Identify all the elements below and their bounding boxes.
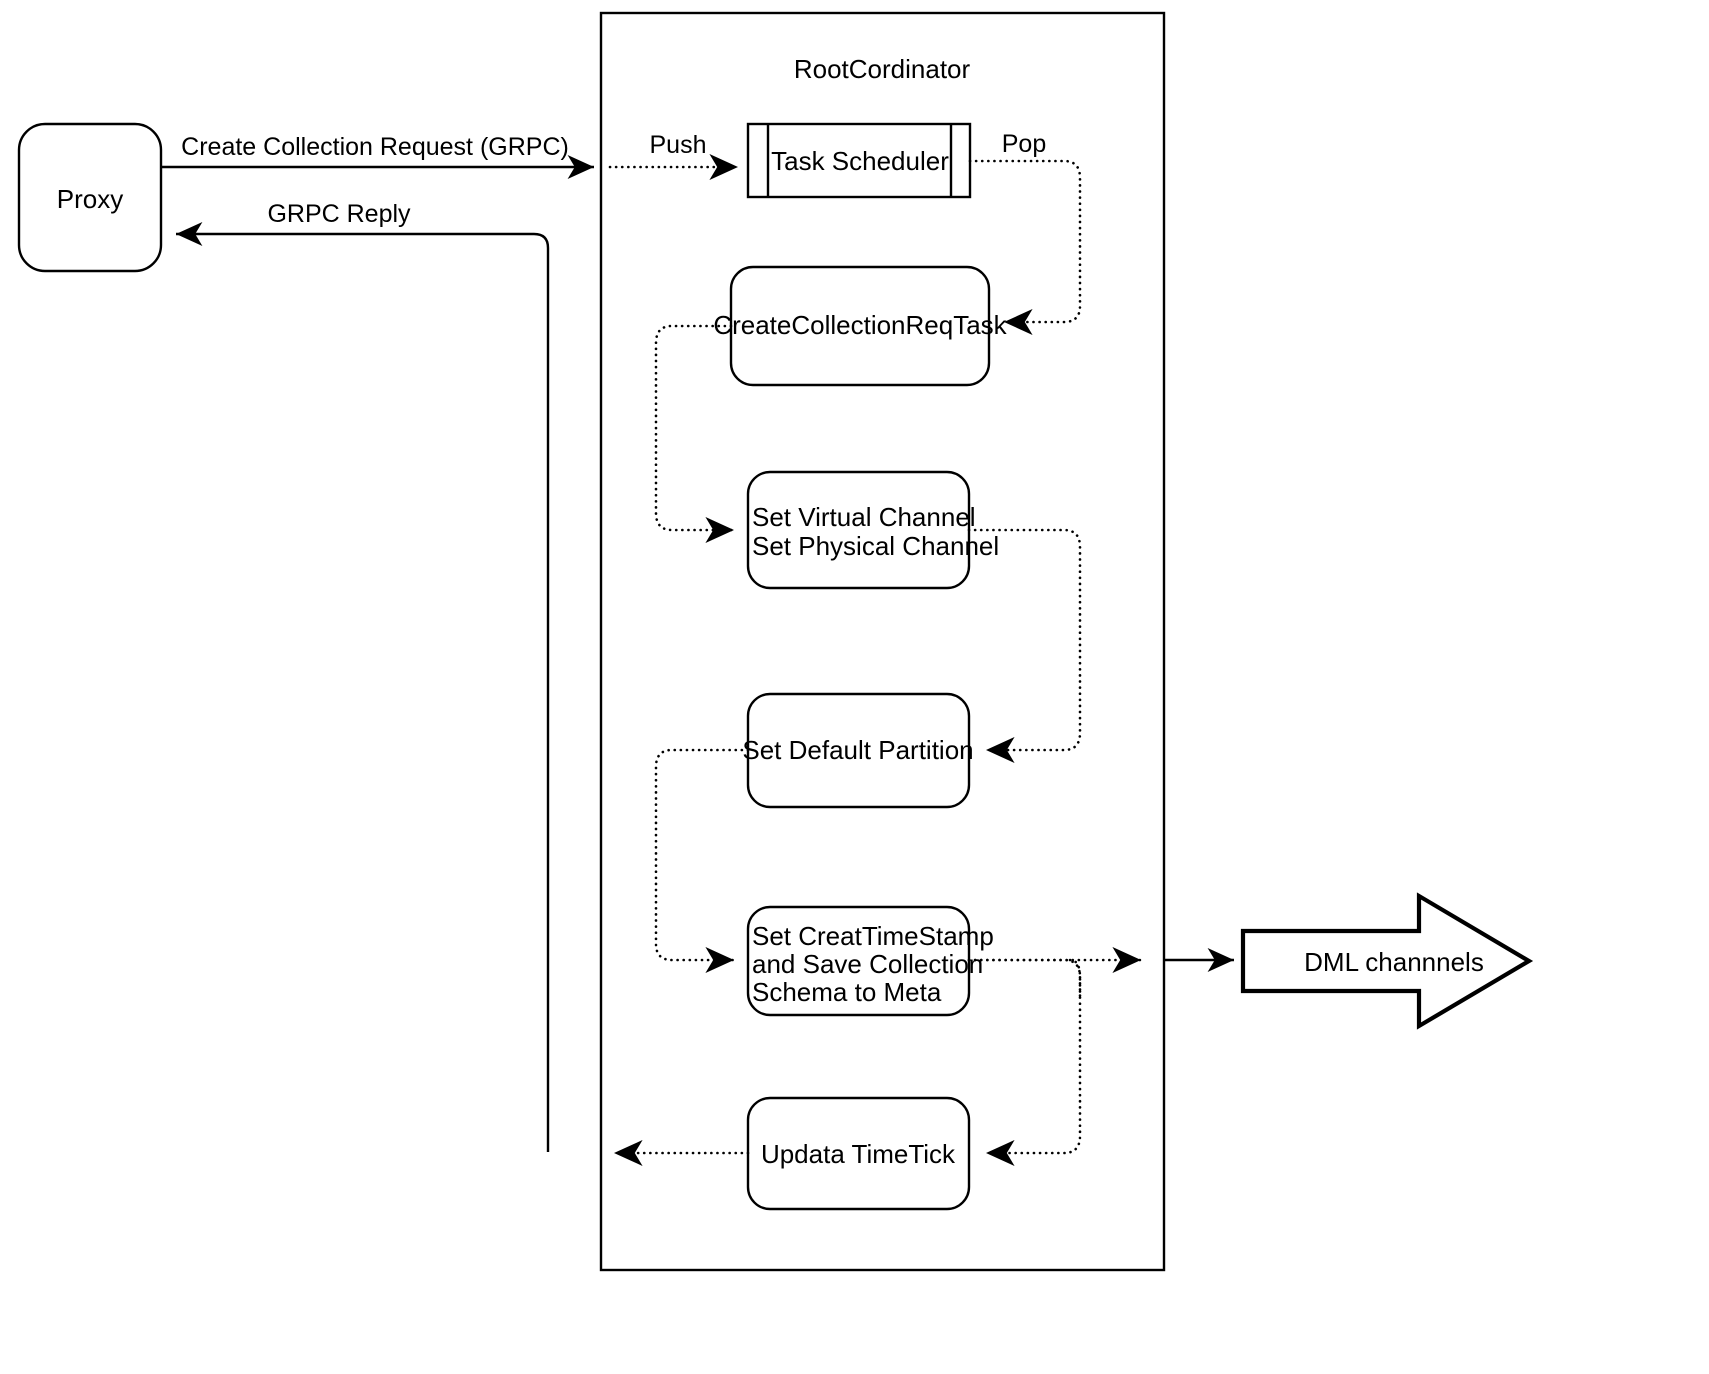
- node-set-create-timestamp-label-line-2: and Save Collection: [752, 949, 983, 979]
- edge-task-to-set-channel: [654, 324, 736, 543]
- node-proxy-label: Proxy: [57, 184, 123, 214]
- edge-default-partition-to-create-timestamp: [654, 748, 750, 973]
- node-set-channel-label-line-2: Set Physical Channel: [752, 531, 999, 561]
- node-update-timetick-label: Updata TimeTick: [761, 1139, 956, 1169]
- node-set-create-timestamp-label-line-1: Set CreatTimeStamp: [752, 921, 994, 951]
- edge-label-push: Push: [650, 131, 707, 159]
- edge-label-create-collection-request: Create Collection Request (GRPC): [181, 133, 569, 161]
- edge-pop: [968, 159, 1082, 335]
- edge-label-grpc-reply: GRPC Reply: [267, 200, 411, 228]
- node-create-collection-req-task-label: CreateCollectionReqTask: [713, 310, 1007, 340]
- edge-create-timestamp-to-update-timetick: [984, 958, 1082, 1166]
- node-set-create-timestamp-label-line-3: Schema to Meta: [752, 977, 942, 1007]
- node-set-default-partition-label: Set Default Partition: [742, 735, 973, 765]
- node-set-channel-label-line-1: Set Virtual Channel: [752, 502, 976, 532]
- node-task-scheduler[interactable]: [746, 122, 972, 199]
- rootcoordinator-title: RootCordinator: [794, 54, 971, 84]
- edge-grpc-reply: [176, 222, 550, 1152]
- node-dml-channels[interactable]: [1240, 892, 1534, 1030]
- node-dml-channels-label: DML channnels: [1304, 947, 1484, 977]
- node-proxy[interactable]: [17, 122, 163, 273]
- edge-create-timestamp-right-stub: [967, 958, 1082, 1002]
- node-task-scheduler-label: Task Scheduler: [771, 146, 949, 176]
- rootcoordinator-container: [599, 11, 1166, 1272]
- edge-label-pop: Pop: [1002, 130, 1046, 158]
- edge-set-channel-to-default-partition: [967, 528, 1082, 763]
